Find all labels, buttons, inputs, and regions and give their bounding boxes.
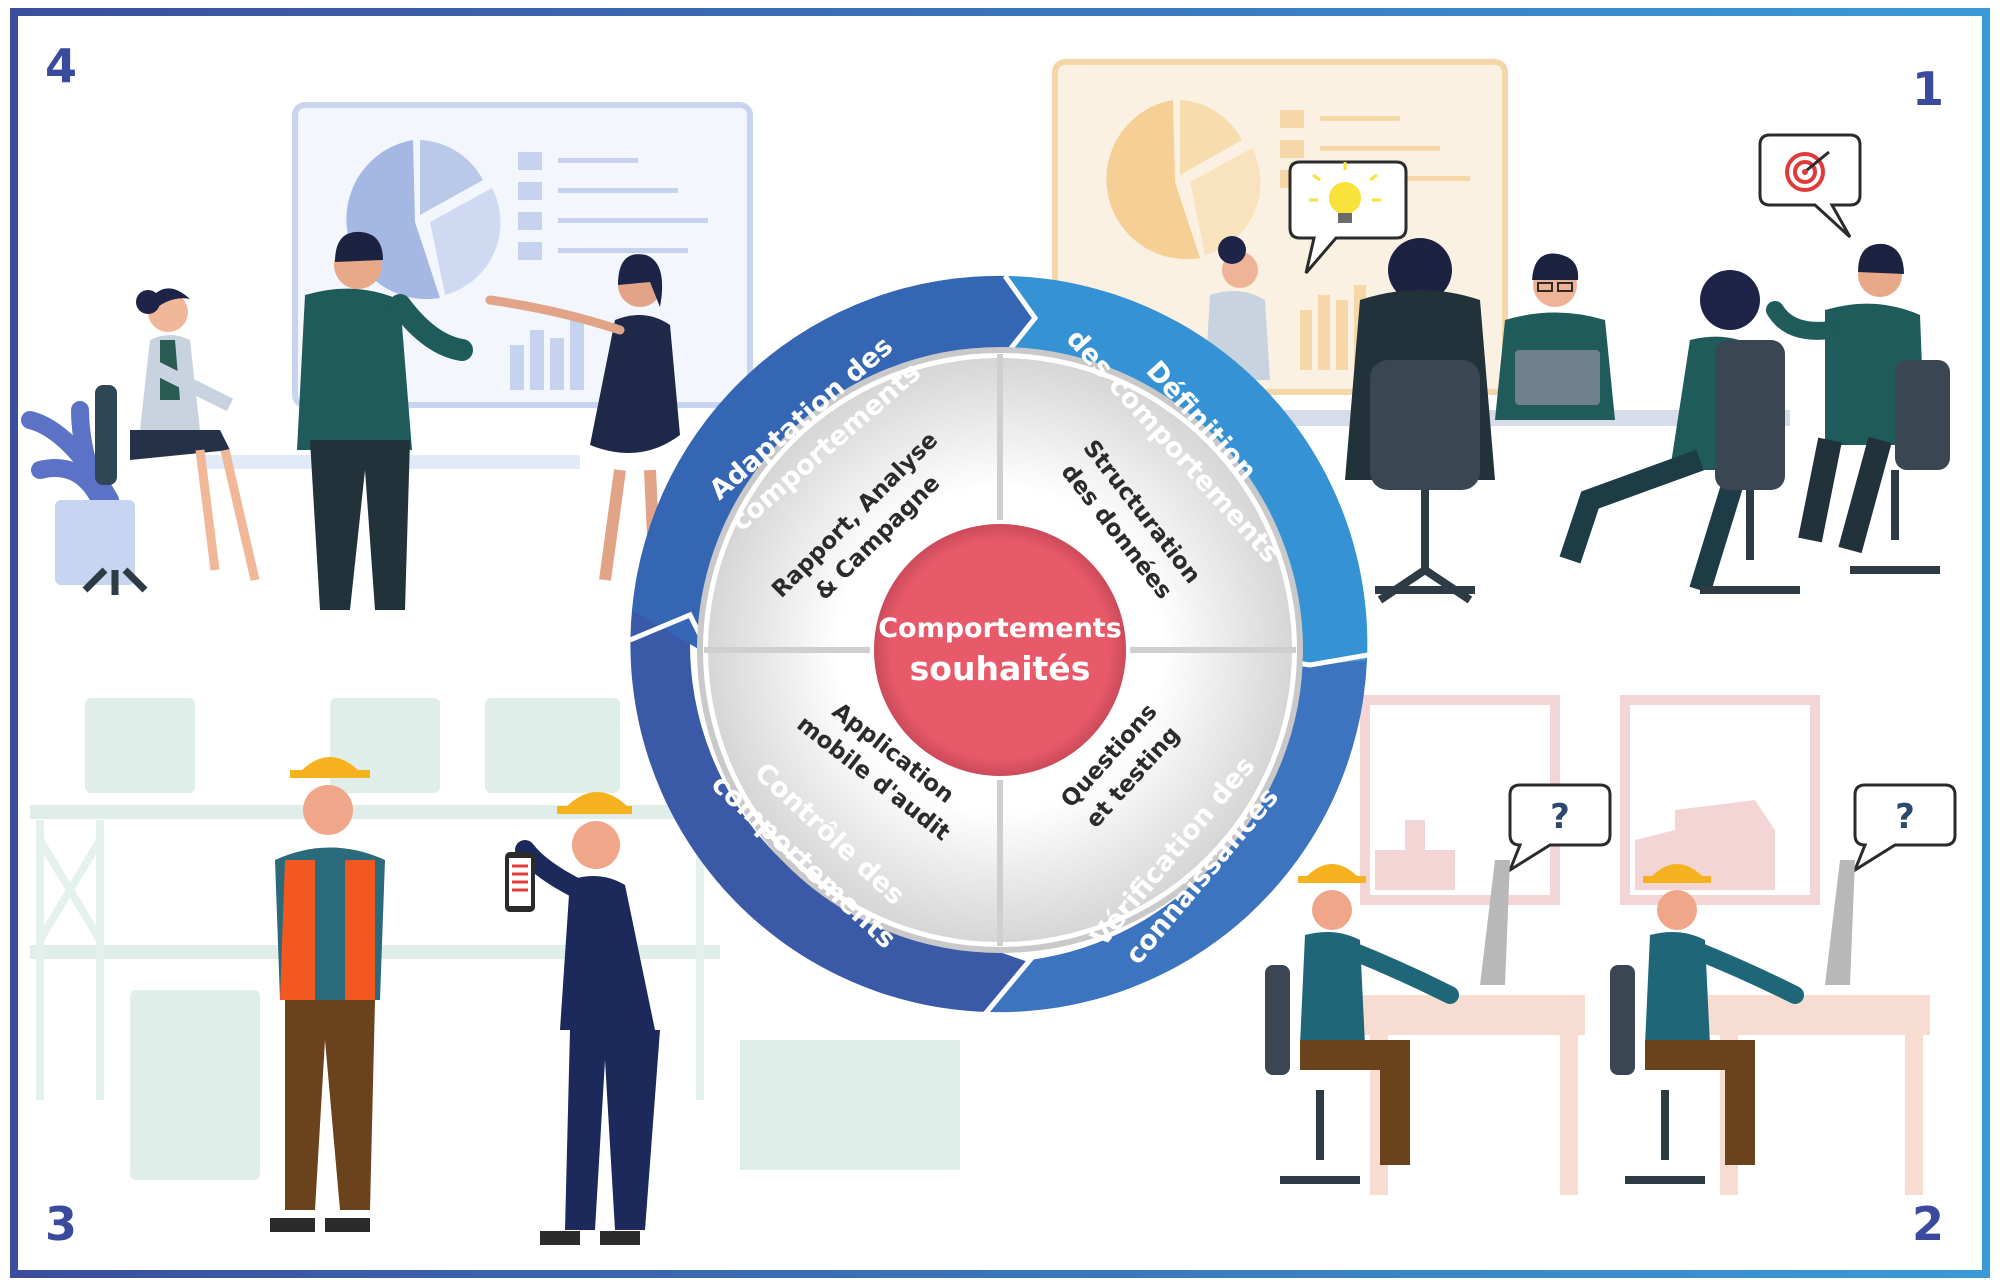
question-bubble-left: ? (1506, 783, 1612, 874)
center-circle (870, 520, 1130, 780)
meeting-people-figures (1205, 236, 1950, 604)
woman-seated-figure (82, 288, 260, 595)
target-speech-bubble (1758, 133, 1862, 239)
pie-chart-icon (1106, 100, 1261, 260)
center-label-line2: souhaités (910, 649, 1091, 688)
worker-seated-figure (1265, 864, 1459, 1184)
quadrant-number-1: 1 (1912, 62, 1944, 116)
man-standing-figure (297, 231, 473, 610)
plant-icon (21, 401, 135, 585)
ring-segment-verification (988, 660, 1367, 1013)
target-icon (1785, 150, 1830, 192)
question-mark-icon: ? (1895, 797, 1915, 837)
desks (1345, 995, 1930, 1195)
central-cycle: Comportements souhaités Adaptation des c… (629, 274, 1369, 1016)
quadrant-number-3: 3 (45, 1197, 77, 1251)
question-bubble-right: ? (1851, 783, 1957, 874)
quadrant-2-scene: ? ? (1265, 695, 1957, 1195)
manager-tablet-figure (505, 792, 660, 1245)
lightbulb-icon (1309, 162, 1381, 223)
ring-segment-controle (630, 610, 1030, 1012)
quadrant-3-scene (30, 698, 960, 1245)
tablet-icon (505, 852, 535, 912)
quadrant-1-scene (1052, 59, 1950, 604)
warehouse-background (30, 698, 960, 1180)
worker-seated-figure (1610, 864, 1804, 1184)
quadrant-4-scene (21, 102, 753, 610)
lightbulb-speech-bubble (1288, 160, 1408, 274)
question-mark-icon: ? (1550, 797, 1570, 837)
quadrant-number-2: 2 (1912, 1197, 1944, 1251)
ring-segment-adaptation (632, 275, 1035, 650)
center-label-line1: Comportements (878, 613, 1122, 644)
quadrant-number-4: 4 (45, 39, 77, 93)
worker-vest-figure (270, 757, 385, 1232)
